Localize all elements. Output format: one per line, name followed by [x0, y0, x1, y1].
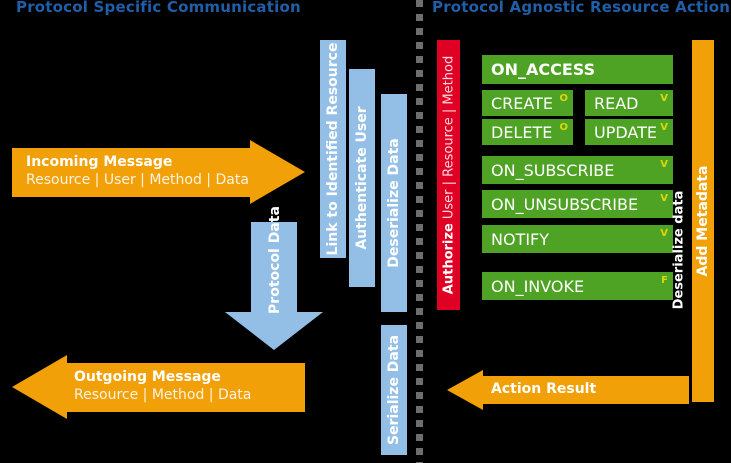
action-box-on-access[interactable]: ON_ACCESS — [482, 55, 673, 84]
authorize-bar-label: Authorize User | Resource | Method — [441, 56, 456, 294]
outgoing-message-labels: Outgoing Message Resource | Method | Dat… — [74, 369, 251, 405]
stage-bar-link-to-identified-resource: Link to Identified Resource — [320, 40, 346, 258]
arrow-body — [482, 376, 689, 404]
action-label: READ — [594, 93, 639, 113]
action-box-update[interactable]: UPDATE V — [585, 119, 673, 145]
action-label: ON_UNSUBSCRIBE — [491, 194, 639, 214]
outgoing-message-subtitle: Resource | Method | Data — [74, 387, 252, 403]
action-label: NOTIFY — [491, 229, 550, 249]
add-metadata-bar: Add Metadata — [692, 40, 714, 402]
action-box-notify[interactable]: NOTIFY V — [482, 225, 673, 253]
stage-bar-label: Link to Identified Resource — [325, 42, 341, 256]
incoming-message-title: Incoming Message — [26, 154, 173, 170]
action-box-delete[interactable]: DELETE O — [482, 119, 573, 145]
incoming-message-labels: Incoming Message Resource | User | Metho… — [26, 154, 249, 190]
stage-bar-deserialize-data: Deserialize Data — [381, 94, 407, 312]
action-label: UPDATE — [594, 122, 657, 142]
outgoing-message-arrow: Outgoing Message Resource | Method | Dat… — [12, 355, 305, 420]
add-metadata-label: Add Metadata — [695, 165, 711, 277]
stage-bar-label: Serialize Data — [386, 334, 402, 446]
deserialize-data-note-label: Deserialize data — [671, 190, 687, 310]
authorize-bar-label-rest: User | Resource | Method — [441, 55, 456, 224]
deserialize-data-note: Deserialize data — [664, 175, 694, 325]
stage-bar-authenticate-user: Authenticate User — [349, 69, 375, 287]
action-superscript: F — [661, 275, 668, 286]
stage-bar-serialize-data: Serialize Data — [381, 325, 407, 455]
action-superscript: O — [559, 93, 568, 104]
stage-bar-label: Authenticate User — [354, 106, 370, 250]
arrow-body — [67, 363, 305, 412]
arrow-head-down-icon — [225, 312, 323, 350]
action-label: CREATE — [491, 93, 553, 113]
action-box-on-invoke[interactable]: ON_INVOKE F — [482, 272, 673, 300]
arrow-head-left-icon — [447, 370, 483, 410]
arrow-head-left-icon — [12, 355, 67, 419]
action-superscript: V — [660, 159, 668, 170]
action-box-on-subscribe[interactable]: ON_SUBSCRIBE V — [482, 156, 673, 184]
action-label: DELETE — [491, 122, 553, 142]
protocol-data-arrow: Protocol Data — [225, 206, 325, 350]
authorize-bar: Authorize User | Resource | Method — [437, 40, 460, 310]
incoming-message-arrow: Incoming Message Resource | User | Metho… — [12, 140, 305, 205]
action-label: ON_SUBSCRIBE — [491, 160, 615, 180]
protocol-data-label: Protocol Data — [267, 206, 283, 314]
action-box-on-unsubscribe[interactable]: ON_UNSUBSCRIBE V — [482, 190, 673, 218]
incoming-message-subtitle: Resource | User | Method | Data — [26, 172, 249, 188]
arrow-head-right-icon — [250, 140, 305, 204]
heading-protocol-specific: Protocol Specific Communication — [16, 0, 301, 16]
arrow-body — [12, 148, 250, 197]
action-box-create[interactable]: CREATE O — [482, 90, 573, 116]
vertical-dashed-divider — [416, 0, 423, 463]
action-result-arrow: Action Result — [447, 370, 689, 410]
action-result-label: Action Result — [491, 381, 597, 397]
action-superscript: V — [660, 193, 668, 204]
outgoing-message-title: Outgoing Message — [74, 369, 221, 385]
action-superscript: V — [660, 93, 668, 104]
action-box-read[interactable]: READ V — [585, 90, 673, 116]
action-superscript: O — [559, 122, 568, 133]
arrow-body — [251, 222, 297, 312]
authorize-bar-label-strong: Authorize — [441, 223, 456, 295]
action-superscript: V — [660, 228, 668, 239]
action-label: ON_INVOKE — [491, 276, 585, 296]
action-superscript: V — [660, 122, 668, 133]
action-label: ON_ACCESS — [491, 60, 596, 79]
stage-bar-label: Deserialize Data — [386, 138, 402, 268]
heading-protocol-agnostic: Protocol Agnostic Resource Actions — [432, 0, 731, 16]
